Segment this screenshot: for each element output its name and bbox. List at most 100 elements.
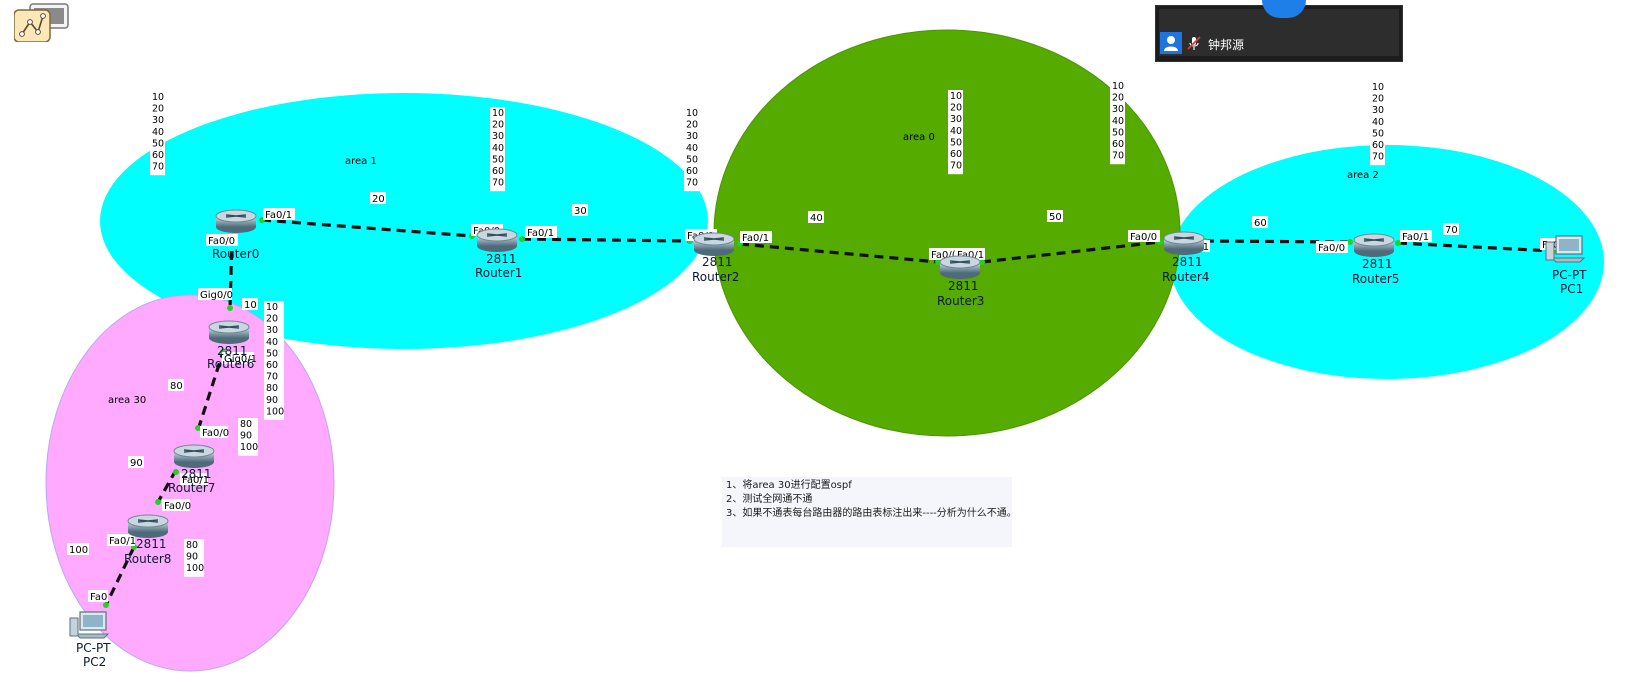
network-50-label: 50 <box>1049 212 1062 223</box>
meeting-video-tile[interactable]: 钟邦源 <box>1155 0 1403 62</box>
route-entry-r7: 80 <box>240 419 252 430</box>
router4-name: Router4 <box>1162 270 1209 284</box>
route-entry-r2: 50 <box>686 154 698 165</box>
app-logo-icon <box>13 2 74 43</box>
router7-model: 2811 <box>181 467 212 481</box>
route-entry-r6: 30 <box>266 325 278 336</box>
link-r2-r3[interactable] <box>739 242 939 264</box>
route-entry-r3: 20 <box>950 103 962 114</box>
router7-device[interactable] <box>173 444 215 468</box>
route-entry-r2: 20 <box>686 120 698 131</box>
route-entry-r6: 10 <box>266 302 278 313</box>
port-r2-fa01: Fa0/1 <box>742 233 769 244</box>
network-80-label: 80 <box>170 381 183 392</box>
port-r3-fa01: Fa0/1 <box>957 250 984 261</box>
route-entry-r6: 60 <box>266 360 278 371</box>
route-entry-r1: 40 <box>492 143 504 154</box>
route-entry-r0: 10 <box>152 92 164 103</box>
route-entry-r4: 30 <box>1112 104 1124 115</box>
router8-name: Router8 <box>124 552 171 566</box>
port-r4-fa00: Fa0/0 <box>1130 232 1157 243</box>
mic-muted-icon[interactable] <box>1186 35 1202 51</box>
route-entry-r6: 90 <box>266 395 278 406</box>
router3-device[interactable] <box>939 255 981 279</box>
link-r1-r2[interactable] <box>521 237 691 243</box>
link-r0-r1[interactable] <box>261 218 473 238</box>
route-entry-r0: 40 <box>152 127 164 138</box>
route-entry-r4: 10 <box>1112 81 1124 92</box>
port-r3-fa00: Fa0/( <box>931 250 956 261</box>
router4-device[interactable] <box>1163 231 1205 255</box>
route-entry-r6: 80 <box>266 383 278 394</box>
route-entry-r4: 20 <box>1112 93 1124 104</box>
link-r8-pc2[interactable] <box>104 546 136 606</box>
router0-name: Router0 <box>212 247 259 261</box>
router5-model: 2811 <box>1362 257 1393 271</box>
route-entry-r2: 60 <box>686 166 698 177</box>
router2-model: 2811 <box>702 255 733 269</box>
router5-device[interactable] <box>1353 233 1395 257</box>
route-entry-r4: 70 <box>1112 151 1124 162</box>
route-entry-r6: 70 <box>266 372 278 383</box>
port-r6-gig01: Gig0/1 <box>224 354 257 365</box>
router6-model: 2811 <box>217 344 248 358</box>
port-r7-fa01: Fa0/1 <box>182 475 209 486</box>
route-entry-r6: 100 <box>266 406 284 417</box>
task-item: 1、将area 30进行配置ospf <box>726 480 852 491</box>
route-entry-r8: 100 <box>186 563 204 574</box>
pc2-name: PC2 <box>83 655 106 669</box>
route-list-background <box>264 301 284 420</box>
route-entry-r3: 10 <box>950 91 962 102</box>
link-r7-r8[interactable] <box>156 469 178 503</box>
route-entry-r0: 60 <box>152 150 164 161</box>
port-r0-fa00: Fa0/0 <box>208 236 235 247</box>
router1-device[interactable] <box>476 228 518 252</box>
port-pc2-fa0: Fa0 <box>90 592 107 603</box>
router2-device[interactable] <box>693 232 735 256</box>
area-1-label: area 1 <box>345 156 377 167</box>
port-r5-fa00: Fa0/0 <box>1318 243 1345 254</box>
route-entry-r6: 20 <box>266 314 278 325</box>
route-entry-r1: 20 <box>492 120 504 131</box>
pc1-model: PC-PT <box>1552 268 1587 282</box>
router6-device[interactable] <box>208 320 250 344</box>
area-2-region[interactable] <box>1170 145 1604 379</box>
pc1-device[interactable] <box>1545 235 1586 263</box>
route-entry-r4: 60 <box>1112 139 1124 150</box>
task-note: 1、将area 30进行配置ospf 2、测试全网通不通 3、如果不通表每台路由… <box>722 477 1017 547</box>
route-entry-r2: 40 <box>686 143 698 154</box>
route-list-background <box>150 91 165 176</box>
route-list-background <box>490 107 505 192</box>
network-40-label: 40 <box>810 213 823 224</box>
route-entry-r2: 70 <box>686 178 698 189</box>
router4-model: 2811 <box>1172 255 1203 269</box>
route-entry-r5: 30 <box>1372 105 1384 116</box>
router0-device[interactable] <box>215 209 257 233</box>
route-entry-r3: 30 <box>950 114 962 125</box>
router8-model: 2811 <box>136 537 167 551</box>
pc2-device[interactable] <box>69 611 110 639</box>
network-10-label: 10 <box>244 300 257 311</box>
route-entry-r3: 50 <box>950 137 962 148</box>
link-r5-pc1[interactable] <box>1397 241 1554 253</box>
route-entry-r4: 40 <box>1112 116 1124 127</box>
route-entry-r0: 50 <box>152 138 164 149</box>
port-r8-fa01: Fa0/1 <box>109 536 136 547</box>
router1-model: 2811 <box>486 252 517 266</box>
port-r8-fa00: Fa0/0 <box>164 501 191 512</box>
route-entry-r8: 90 <box>186 552 198 563</box>
route-entry-r4: 50 <box>1112 127 1124 138</box>
route-entry-r0: 20 <box>152 104 164 115</box>
route-entry-r1: 60 <box>492 166 504 177</box>
camera-indicator <box>1262 0 1306 18</box>
route-entry-r2: 10 <box>686 108 698 119</box>
network-60-label: 60 <box>1254 218 1267 229</box>
route-entry-r3: 60 <box>950 149 962 160</box>
route-entry-r7: 100 <box>240 442 258 453</box>
router5-name: Router5 <box>1352 272 1399 286</box>
router8-device[interactable] <box>127 514 169 538</box>
port-r5-fa01: Fa0/1 <box>1402 232 1429 243</box>
router1-name: Router1 <box>475 266 522 280</box>
area-1-region[interactable] <box>100 93 708 349</box>
